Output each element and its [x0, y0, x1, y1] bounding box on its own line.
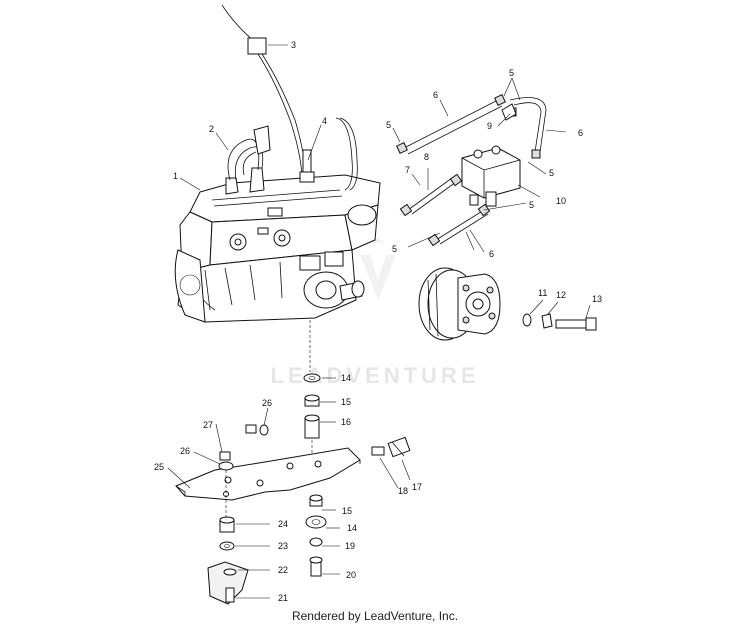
callout-17: 17	[412, 482, 422, 492]
callout-23: 23	[278, 541, 288, 551]
callout-26a: 26	[262, 398, 272, 408]
lower-mount-left	[207, 516, 249, 605]
leader-lines	[167, 44, 591, 599]
callout-16: 16	[341, 417, 351, 427]
callout-6b: 6	[578, 128, 583, 138]
footer-credit: Rendered by LeadVenture, Inc.	[291, 609, 459, 623]
callout-15a: 15	[341, 397, 351, 407]
callout-24: 24	[278, 519, 288, 529]
callout-3: 3	[291, 40, 296, 50]
callout-5d: 5	[529, 200, 534, 210]
callout-5b: 5	[386, 120, 391, 130]
callout-6a: 6	[433, 90, 438, 100]
callout-21: 21	[278, 593, 288, 603]
callout-7: 7	[405, 165, 410, 175]
callout-11: 11	[538, 288, 547, 298]
callout-14a: 14	[341, 373, 351, 383]
fuel-pump-assembly	[396, 94, 547, 247]
lower-mount-right	[305, 494, 327, 577]
callout-8: 8	[424, 152, 429, 162]
callout-26b: 26	[180, 446, 190, 456]
callout-5e: 5	[392, 244, 397, 254]
callout-5c: 5	[549, 168, 554, 178]
callout-4: 4	[322, 116, 327, 126]
callout-13: 13	[592, 294, 602, 304]
watermark-logo	[360, 238, 396, 300]
ignition-wires	[227, 125, 271, 181]
callout-14b: 14	[347, 523, 357, 533]
engine-assembly	[174, 167, 381, 323]
callout-5a: 5	[509, 68, 514, 78]
callout-19: 19	[345, 541, 355, 551]
callout-1: 1	[173, 171, 178, 181]
callout-25: 25	[154, 462, 164, 472]
callout-15b: 15	[342, 506, 352, 516]
drive-clutch	[418, 267, 597, 341]
watermark-text: LEADVENTURE	[270, 363, 479, 388]
throttle-cable	[221, 4, 307, 176]
callout-20: 20	[346, 570, 356, 580]
mount-stack	[303, 320, 411, 470]
callouts: 3 2 4 1 5 5 6 6 9 8 7 5 10 5 5 6 11 12 1…	[154, 40, 602, 603]
callout-12: 12	[556, 290, 566, 300]
oil-line	[299, 117, 358, 191]
callout-10: 10	[556, 196, 566, 206]
callout-2: 2	[209, 124, 214, 134]
mounting-plate	[175, 424, 361, 520]
callout-22: 22	[278, 565, 288, 575]
callout-18: 18	[398, 486, 408, 496]
callout-6c: 6	[489, 249, 494, 259]
callout-9: 9	[487, 121, 492, 131]
callout-27: 27	[203, 420, 213, 430]
